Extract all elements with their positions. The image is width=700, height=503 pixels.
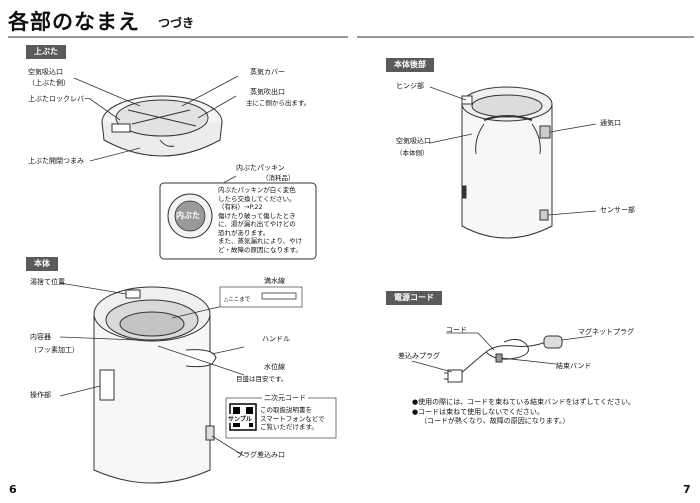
label-steam-outlet: 蒸気吹出口 (250, 88, 285, 96)
lid-illustration (101, 95, 223, 157)
packing-note-line: （有料）→P.22 (218, 203, 263, 211)
lid-leaders (73, 75, 239, 197)
qr-note-line: この取扱説明書を (260, 406, 312, 414)
label-hinge: ヒンジ部 (396, 82, 424, 90)
packing-note-line: ど・故障の原因になります。 (218, 245, 302, 254)
back-leaders (429, 86, 597, 216)
body-illustration (93, 286, 217, 484)
label-tilt-position: 湯捨て位置 (30, 278, 65, 286)
cord-illustration (444, 335, 563, 383)
label-air-intake-body: 空気吸込口 (396, 137, 431, 145)
label-steam-outlet-note: 主にこ側から出ます。 (246, 99, 311, 107)
packing-note-line: に、湯が漏れ出てやけどの (218, 220, 296, 228)
label-open-knob: 上ぶた開閉つまみ (28, 157, 84, 165)
label-sensor: センサー部 (600, 206, 635, 214)
label-water-level: 水位線 (264, 363, 285, 371)
label-band: 結束バンド (556, 362, 592, 370)
label-steam-cover: 蒸気カバー (250, 68, 285, 76)
cord-notes: ●使用の際には、コードを束ねている結束バンドをはずしてください。 ●コードは束ね… (412, 398, 635, 427)
label-packing: 内ぶたパッキン (236, 164, 285, 172)
packing-note-line: 恐れがあります。 (218, 228, 270, 237)
label-inner-lid: 内ぶた (176, 211, 200, 220)
page-title: 各部のなまえ (8, 10, 140, 34)
body-leaders (59, 282, 245, 457)
packing-note-line: 内ぶたパッキンが白く変色 (218, 186, 296, 194)
label-cord: コード (446, 326, 467, 334)
packing-note-line: 傷けたり破って傷したとき (218, 211, 296, 220)
full-line-box (219, 286, 303, 308)
packing-note-line: また、蒸気漏れにより、やけ (218, 237, 303, 245)
cord-note-line: ●コードは束ねて使用しないでください。 (412, 407, 544, 416)
label-packing-sub: （消耗品） (262, 174, 295, 182)
label-control: 操作部 (30, 391, 51, 399)
section-tag-body: 本体 (26, 257, 58, 271)
label-air-intake-lid: 空気吸込口 (28, 68, 63, 76)
section-tag-lid: 上ぶた (26, 45, 66, 59)
page-number-right: 7 (683, 483, 691, 496)
label-vent: 通気口 (600, 119, 621, 127)
qr-note-line: ご覧いただけます。 (260, 423, 318, 431)
cord-leaders (411, 332, 593, 373)
section-tag-cord: 電源コード (386, 291, 442, 305)
label-air-intake-lid-sub: （上ぶた側） (28, 79, 70, 87)
packing-note: 内ぶたパッキンが白く変色 したら交換してください。 （有料）→P.22 傷けたり… (218, 186, 314, 254)
full-line-box-text: △ここまで (224, 297, 251, 303)
back-illustration (461, 86, 553, 239)
label-plug: 差込みプラグ (398, 352, 440, 360)
page-number-left: 6 (9, 483, 17, 496)
qr-note-line: スマートフォンなどで (260, 414, 325, 423)
packing-note-line: したら交換してください。 (218, 194, 296, 203)
qr-sample-text: サンプル (228, 414, 252, 423)
label-handle: ハンドル (262, 335, 290, 343)
section-tag-back: 本体後部 (386, 58, 434, 72)
label-water-level-note: 目盛は目安です。 (236, 375, 288, 383)
label-inner-pot-sub: （フッ素加工） (30, 346, 79, 354)
cord-note-line: ●使用の際には、コードを束ねている結束バンドをはずしてください。 (412, 398, 636, 406)
cord-note-line: （コードが熱くなり、故障の原因になります。） (420, 417, 570, 425)
label-inner-pot: 内容器 (30, 333, 51, 341)
label-qr-title: 二次元コード (262, 394, 308, 403)
label-plug-socket: プラグ差込み口 (236, 451, 285, 459)
page-subtitle: つづき (158, 16, 195, 30)
qr-note: この取扱説明書を スマートフォンなどで ご覧いただけます。 (260, 406, 325, 432)
label-lock-lever: 上ぶたロックレバー (28, 95, 91, 103)
label-full-line: 満水線 (264, 277, 285, 285)
label-air-intake-body-sub: （本体側） (396, 149, 429, 157)
label-magnet-plug: マグネットプラグ (578, 328, 634, 336)
